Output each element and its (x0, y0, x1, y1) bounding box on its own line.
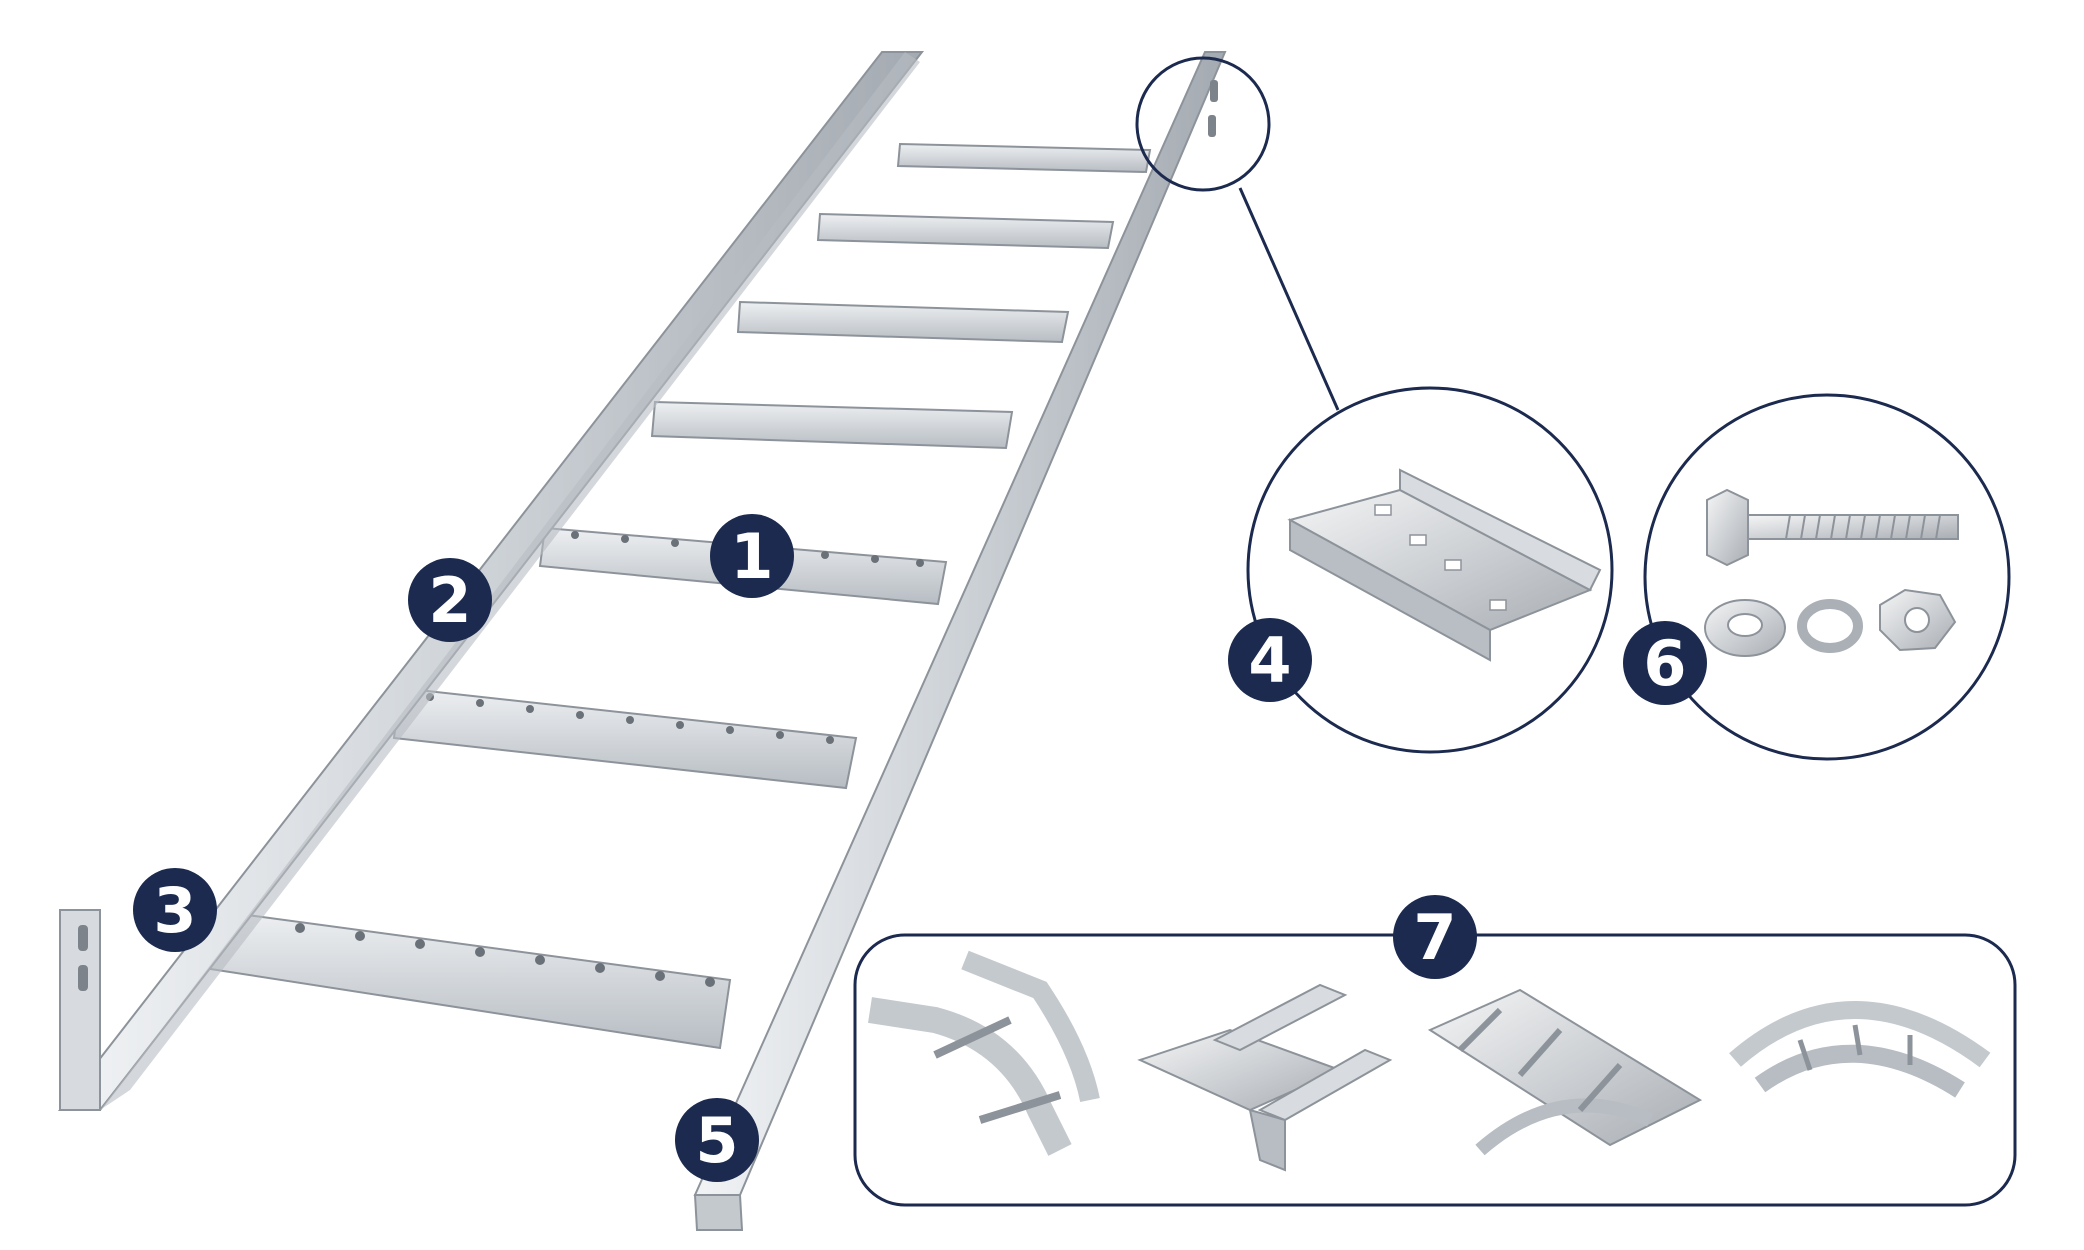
hex-bolt-icon (1706, 488, 1959, 567)
horizontal-bend-icon (1729, 1001, 1991, 1098)
badge-5: 5 (675, 1098, 759, 1182)
badge-5-label: 5 (695, 1104, 738, 1177)
badge-4: 4 (1228, 618, 1312, 702)
rung (896, 142, 1152, 174)
spring-washer-icon (1797, 599, 1863, 653)
badge-3: 3 (133, 868, 217, 952)
badge-6: 6 (1623, 621, 1707, 705)
hex-nut-icon (1879, 588, 1957, 652)
badge-1: 1 (710, 514, 794, 598)
flat-washer-icon (1704, 599, 1786, 657)
badge-6-label: 6 (1643, 627, 1686, 700)
zoom-circle (1135, 56, 1271, 192)
badge-2: 2 (408, 558, 492, 642)
badge-7: 7 (1393, 895, 1477, 979)
badge-4-label: 4 (1248, 624, 1291, 697)
bolt-set-circle (1643, 393, 2011, 761)
badge-3-label: 3 (153, 874, 196, 947)
callout-line (1238, 187, 1340, 411)
rung (650, 400, 1014, 450)
cross-tee-icon (1137, 983, 1393, 1172)
rung (736, 300, 1070, 344)
rung (202, 908, 732, 1050)
vertical-bend-icon (868, 950, 1100, 1156)
badge-2-label: 2 (428, 564, 471, 637)
rung (392, 686, 858, 790)
rail-slots (78, 80, 1218, 991)
tee-icon (1427, 988, 1703, 1156)
badge-7-label: 7 (1413, 901, 1456, 974)
splice-plate-icon (1287, 468, 1602, 662)
rung (816, 212, 1115, 250)
badge-1-label: 1 (730, 520, 773, 593)
cable-ladder-icon (57, 51, 1227, 1231)
